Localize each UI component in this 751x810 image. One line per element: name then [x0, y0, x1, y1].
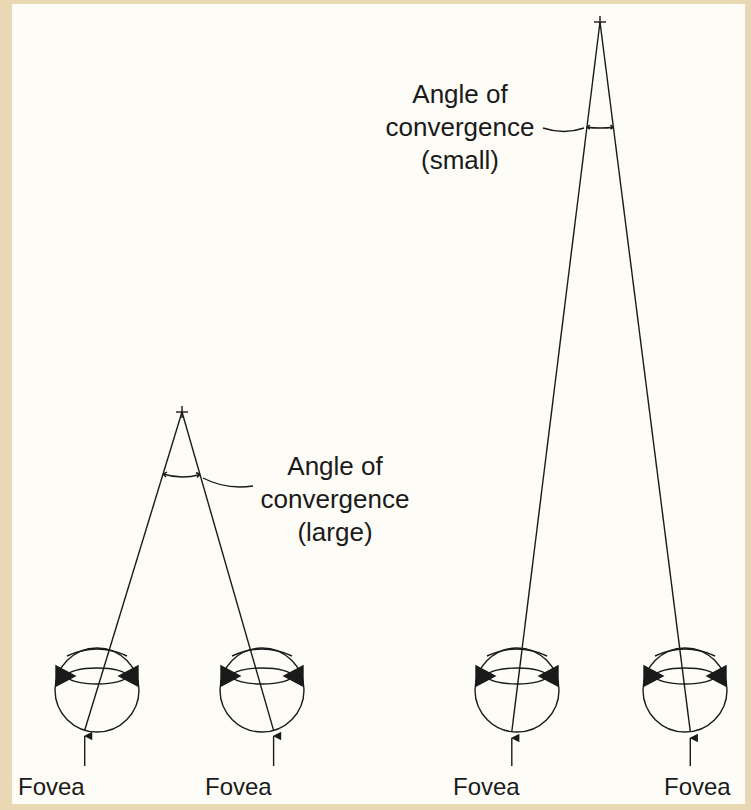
- sight-line: [600, 22, 690, 732]
- sight-line: [182, 412, 274, 730]
- fovea-label-holder: Fovea: [18, 772, 98, 802]
- leader-line: [543, 128, 584, 132]
- fovea-label: Fovea: [205, 772, 285, 802]
- drawing-panel: [12, 4, 745, 804]
- fovea-pointer: [84, 736, 85, 766]
- angle-label: Angle of convergence (small): [372, 78, 548, 177]
- angle-arc: [587, 126, 614, 128]
- arc-tick: [163, 472, 200, 477]
- eyeball: [55, 648, 139, 732]
- fovea-label-holder: Fovea: [453, 772, 533, 802]
- arc-tick: [587, 125, 614, 129]
- fovea-pointer: [690, 738, 691, 766]
- fovea-pointer: [273, 736, 274, 766]
- fovea-pointer: [511, 738, 512, 766]
- fovea-label: Fovea: [18, 772, 98, 802]
- angle-label-holder: Angle of convergence (large): [247, 450, 423, 549]
- fovea-label: Fovea: [664, 772, 744, 802]
- angle-label: Angle of convergence (large): [247, 450, 423, 549]
- leader-line: [203, 478, 253, 487]
- eyeball: [643, 648, 727, 732]
- angle-label-holder: Angle of convergence (small): [372, 78, 548, 177]
- angle-arc: [163, 474, 200, 477]
- fovea-label-holder: Fovea: [205, 772, 285, 802]
- fovea-label-holder: Fovea: [664, 772, 744, 802]
- fovea-label: Fovea: [453, 772, 533, 802]
- eyeball: [475, 648, 559, 732]
- eyeball: [220, 648, 304, 732]
- sight-line: [85, 412, 182, 730]
